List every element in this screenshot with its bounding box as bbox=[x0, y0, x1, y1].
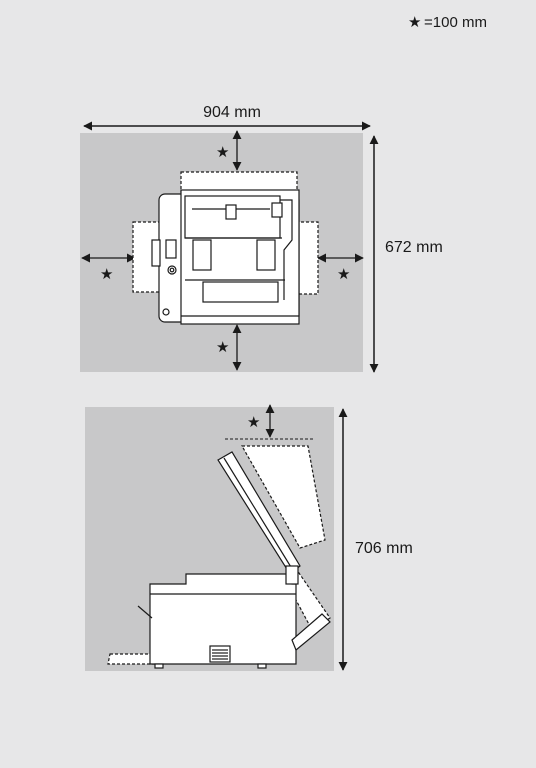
width-dimension-label: 904 mm bbox=[203, 104, 261, 121]
right-clearance-star-icon: ★ bbox=[337, 266, 350, 283]
bottom-clearance-star-icon: ★ bbox=[216, 339, 229, 356]
side-view: 706 mm ★ bbox=[85, 404, 413, 671]
height-dimension-label: 706 mm bbox=[355, 540, 413, 557]
side-top-clearance-star-icon: ★ bbox=[247, 414, 260, 431]
legend-text: =100 mm bbox=[424, 14, 487, 31]
legend-star-icon: ★ bbox=[408, 14, 421, 31]
depth-dimension-label: 672 mm bbox=[385, 239, 443, 256]
machine-top-view bbox=[132, 171, 319, 325]
top-clearance-star-icon: ★ bbox=[216, 144, 229, 161]
legend: ★ =100 mm bbox=[408, 14, 487, 31]
left-clearance-star-icon: ★ bbox=[100, 266, 113, 283]
top-view: 904 mm 672 mm ★ ★ ★ ★ bbox=[80, 104, 443, 373]
machine-side-view bbox=[107, 445, 331, 669]
